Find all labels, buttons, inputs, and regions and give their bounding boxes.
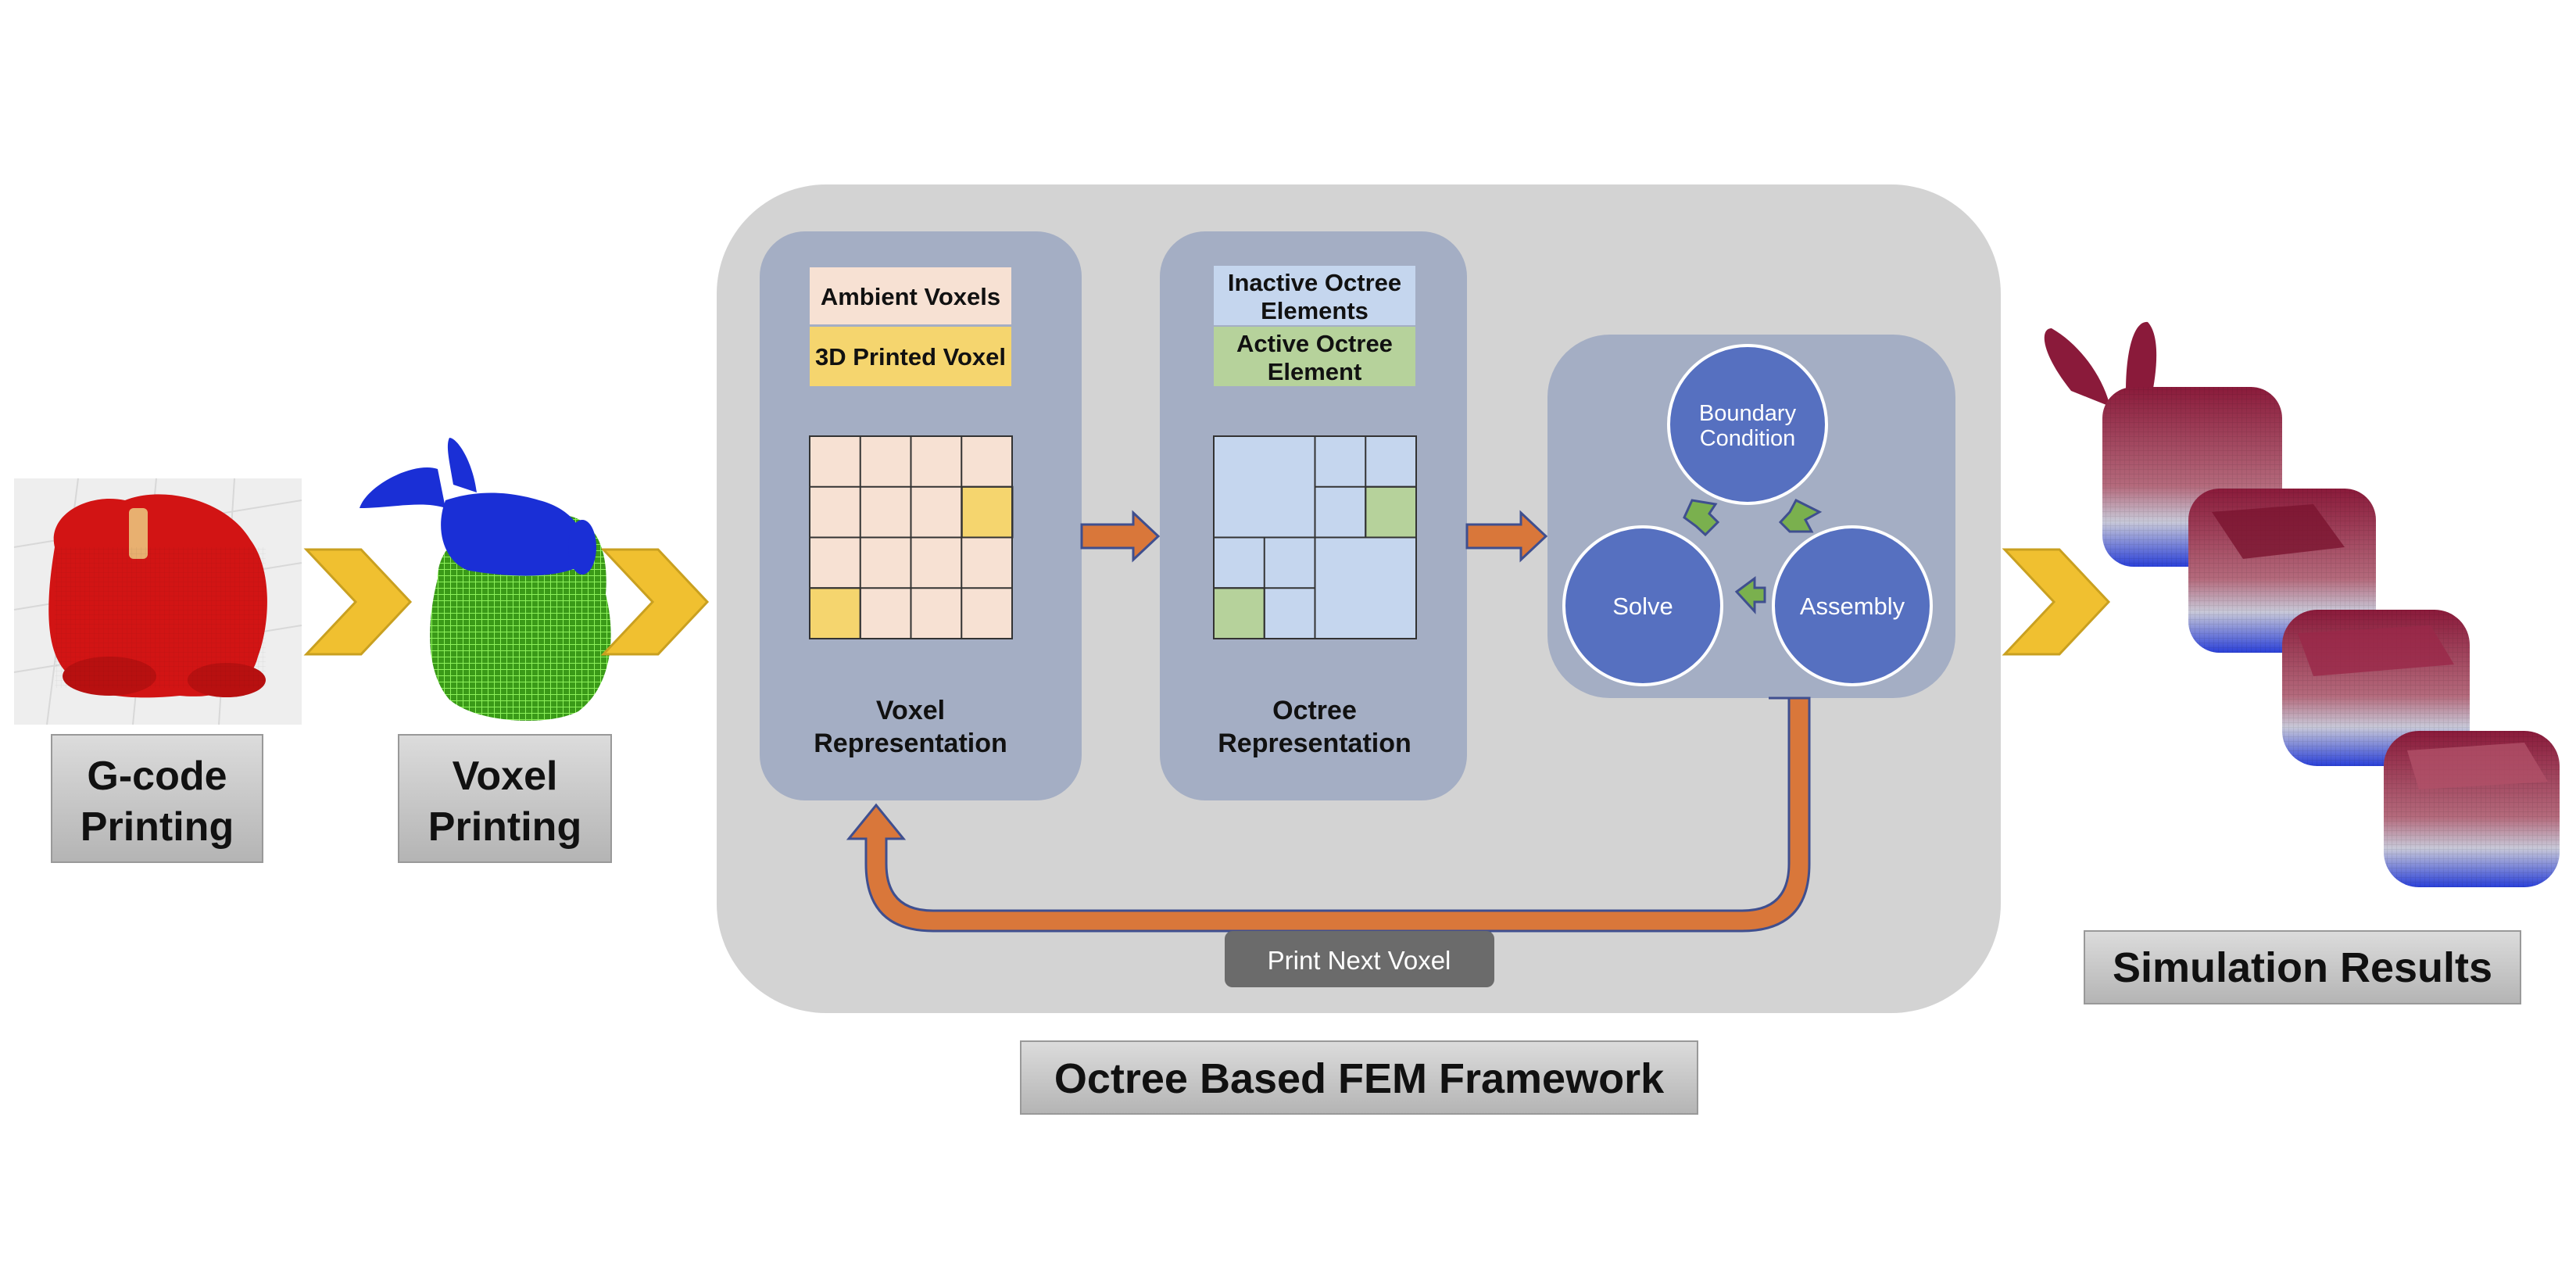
active-octree-legend <box>1214 327 1415 386</box>
boundary-condition-node: Boundary Condition <box>1667 344 1828 505</box>
octree-rep-label-line1: Octree <box>1272 696 1357 725</box>
gcode-printing-label: G-code Printing <box>51 734 263 863</box>
simulation-results-text: Simulation Results <box>2113 944 2492 991</box>
framework-title-text: Octree Based FEM Framework <box>1054 1055 1665 1102</box>
stress-bunny-icon <box>2282 610 2470 766</box>
stress-bunny-icon <box>2384 731 2560 887</box>
voxel-label-line2: Printing <box>428 804 581 850</box>
inactive-label-line2: Elements <box>1261 297 1368 324</box>
voxel-printing-label: Voxel Printing <box>398 734 612 863</box>
chevron-arrow-icon <box>2002 548 2111 656</box>
print-next-voxel-label: Print Next Voxel <box>1268 946 1451 975</box>
flow-arrow-icon <box>1080 510 1161 563</box>
octree-grid <box>1213 435 1417 639</box>
active-octree-cell <box>1213 587 1265 639</box>
inactive-label-line1: Inactive Octree <box>1228 269 1401 296</box>
printed-voxel-cell <box>809 587 861 639</box>
voxel-bunny-render <box>360 438 611 721</box>
active-octree-cell <box>1365 485 1417 539</box>
cycle-arrow-icon <box>1734 576 1766 614</box>
feedback-loop-arrow-icon <box>846 696 1811 933</box>
printed-voxel-cell <box>961 485 1014 539</box>
gcode-label-line1: G-code <box>87 754 227 799</box>
red-bunny-gcode-icon <box>48 494 267 698</box>
voxel-rep-label-line1: Voxel <box>876 696 945 725</box>
voxel-label-line1: Voxel <box>453 754 558 799</box>
blue-bunny-icon <box>360 438 596 576</box>
octree-representation-panel: Inactive Octree Elements Active Octree E… <box>1160 231 1467 800</box>
cycle-arrow-icon <box>1683 499 1720 537</box>
ambient-voxels-legend <box>810 267 1011 324</box>
gcode-render <box>13 478 302 725</box>
framework-title: Octree Based FEM Framework <box>1020 1040 1698 1115</box>
chevron-arrow-icon <box>600 548 710 656</box>
print-next-voxel-button[interactable]: Print Next Voxel <box>1225 931 1494 987</box>
voxel-representation-panel: Ambient Voxels 3D Printed Voxel Voxel Re… <box>760 231 1082 800</box>
octree-rep-label-line2: Representation <box>1218 729 1411 758</box>
ambient-voxels-label: Ambient Voxels <box>821 283 1000 310</box>
assembly-label: Assembly <box>1800 593 1905 620</box>
solve-label: Solve <box>1612 593 1673 620</box>
printed-voxel-legend <box>810 327 1011 386</box>
active-label-line2: Element <box>1268 358 1362 385</box>
cycle-arrow-icon <box>1778 499 1823 533</box>
gcode-label-line2: Printing <box>80 804 234 850</box>
chevron-arrow-icon <box>303 548 413 656</box>
voxel-rep-label-line2: Representation <box>814 729 1007 758</box>
flow-arrow-icon <box>1465 510 1548 563</box>
printed-voxel-label: 3D Printed Voxel <box>815 343 1006 371</box>
inactive-octree-legend <box>1214 266 1415 325</box>
fem-cycle-panel: Boundary Condition Solve Assembly <box>1547 335 1955 698</box>
boundary-label-line1: Boundary <box>1699 401 1797 426</box>
voxel-grid <box>809 435 1014 639</box>
boundary-label-line2: Condition <box>1700 426 1796 451</box>
assembly-node: Assembly <box>1772 525 1933 686</box>
simulation-results-label: Simulation Results <box>2084 930 2521 1004</box>
active-label-line1: Active Octree <box>1236 330 1393 357</box>
solve-node: Solve <box>1562 525 1723 686</box>
simulation-bunnies <box>2044 321 2560 887</box>
